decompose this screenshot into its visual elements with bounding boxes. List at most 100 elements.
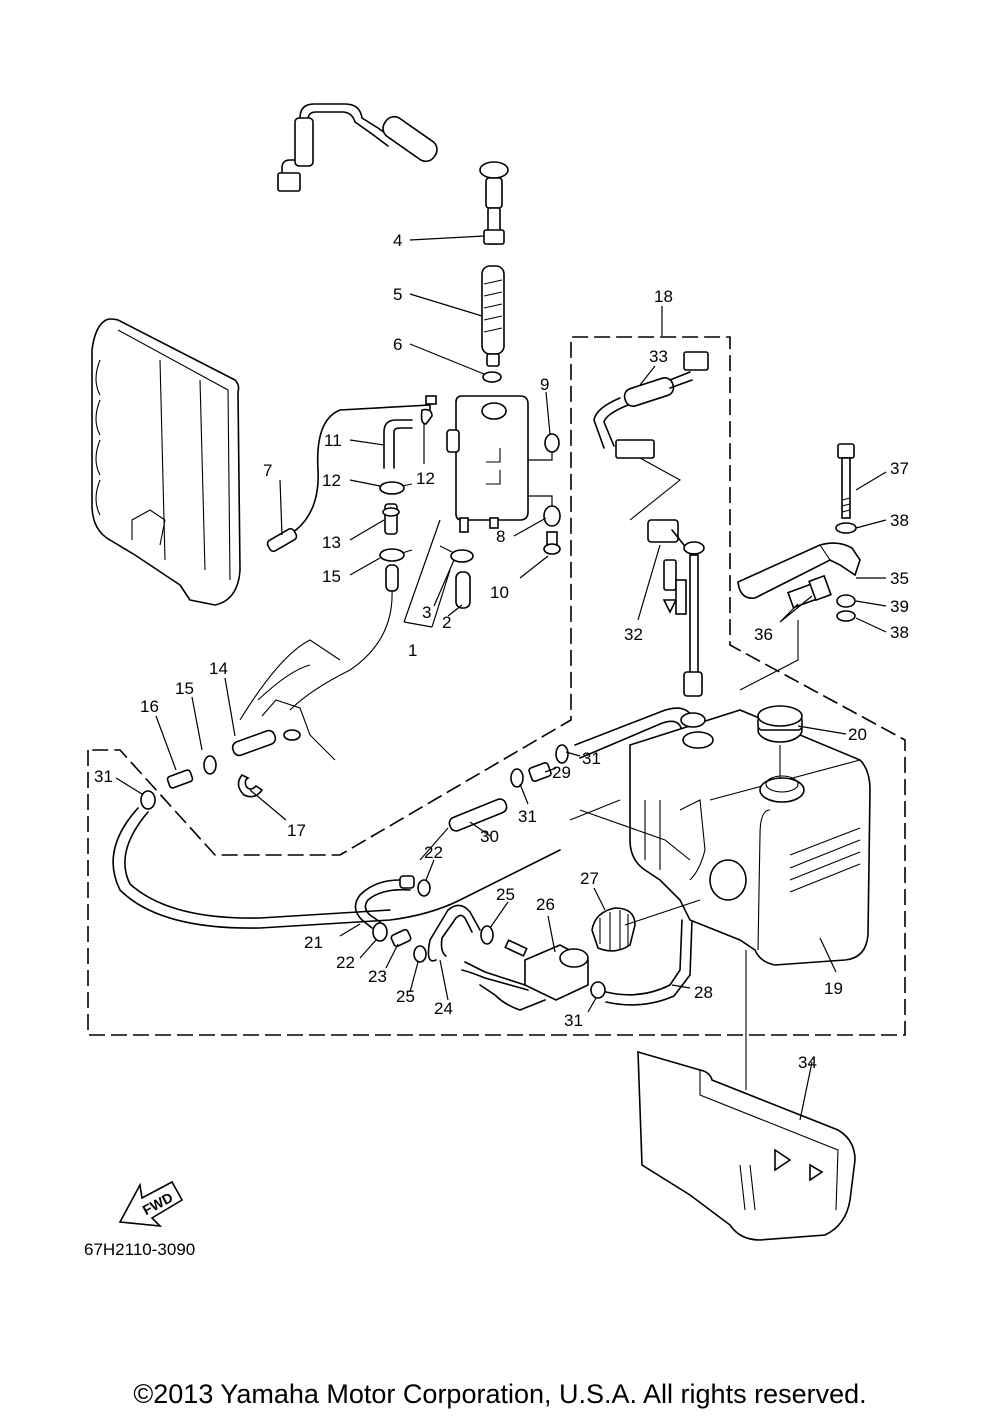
oil-strainer-housing-part <box>446 395 553 533</box>
part-label: 12 <box>322 471 341 490</box>
clip-part-22b <box>372 922 388 942</box>
bracket-part-34 <box>637 1050 856 1241</box>
leader-lines <box>115 235 887 1121</box>
part-label: 15 <box>175 679 194 698</box>
clip-part-25b <box>480 925 494 945</box>
part-label: 31 <box>564 1011 583 1030</box>
o-ring-part <box>482 371 502 383</box>
joint-part-16 <box>166 769 194 789</box>
hose-part-24 <box>427 904 481 962</box>
part-label: 17 <box>287 821 306 840</box>
part-label: 32 <box>624 625 643 644</box>
clip-part-12b <box>379 481 405 495</box>
part-label: 13 <box>322 533 341 552</box>
part-label: 29 <box>552 763 571 782</box>
part-label: 5 <box>393 285 402 304</box>
reference-code: 67H2110-3090 <box>84 1240 196 1259</box>
nut-part-39 <box>836 594 856 608</box>
clip-part-31d <box>590 981 606 999</box>
grommet-part <box>544 433 560 453</box>
hose-part-21 <box>354 879 401 929</box>
part-label: 25 <box>396 987 415 1006</box>
part-label: 18 <box>654 287 673 306</box>
part-label: 27 <box>580 869 599 888</box>
part-label: 33 <box>649 347 668 366</box>
part-label: 2 <box>442 613 451 632</box>
pad-part-36b <box>808 574 832 602</box>
part-label: 26 <box>536 895 555 914</box>
part-label: 20 <box>848 725 867 744</box>
cover-part-7 <box>91 318 241 606</box>
oil-tank-part-19 <box>629 709 871 966</box>
part-label: 15 <box>322 567 341 586</box>
bracket-part-35 <box>737 542 861 599</box>
part-label: 37 <box>890 459 909 478</box>
bolt-part-37 <box>837 443 855 519</box>
clip-part-31c <box>555 744 569 764</box>
clip-part-22a <box>417 879 431 897</box>
part-label: 31 <box>518 807 537 826</box>
hose-part-28 <box>605 919 683 996</box>
union-joint-part-13 <box>382 503 400 535</box>
part-label: 28 <box>694 983 713 1002</box>
filter-element-part <box>481 265 505 367</box>
part-label: 9 <box>540 375 549 394</box>
part-label: 23 <box>368 967 387 986</box>
bolt-part <box>543 531 561 555</box>
part-label: 38 <box>890 511 909 530</box>
plug-part <box>543 505 561 527</box>
part-label: 22 <box>336 953 355 972</box>
part-label: 38 <box>890 623 909 642</box>
copyright-notice: ©2013 Yamaha Motor Corporation, U.S.A. A… <box>133 1379 867 1409</box>
fuel-pump-part-26 <box>461 939 589 1011</box>
part-label: 12 <box>416 469 435 488</box>
hose-stub <box>385 564 399 592</box>
part-label: 8 <box>496 527 505 546</box>
engine-lower-outline <box>239 639 341 761</box>
part-label: 22 <box>424 843 443 862</box>
sensor-part-33 <box>593 351 709 521</box>
part-label: 11 <box>324 431 342 450</box>
part-label: 3 <box>422 603 431 622</box>
clip-part-25a <box>413 945 427 963</box>
assembly-boundary-main <box>87 336 906 1036</box>
clip-part-15 <box>379 548 405 562</box>
joint-part-29 <box>528 762 552 782</box>
hose-part-14 <box>231 729 277 757</box>
part-label: 16 <box>140 697 159 716</box>
part-label: 35 <box>890 569 909 588</box>
part-label: 36 <box>754 625 773 644</box>
level-sensor-part <box>277 103 509 245</box>
fwd-direction-arrow: FWD <box>118 1180 184 1228</box>
part-label: 7 <box>263 461 272 480</box>
clip-part-31a <box>140 790 156 810</box>
hose-part-2 <box>455 571 471 609</box>
washer-part-38b <box>836 610 856 622</box>
part-label: 6 <box>393 335 402 354</box>
cap-part-20 <box>757 705 803 743</box>
tank-filler-neck <box>759 775 805 803</box>
clamp-part-17 <box>237 773 264 798</box>
part-label: 34 <box>798 1053 817 1072</box>
clip-part-15b <box>203 755 217 775</box>
part-label: 24 <box>434 999 453 1018</box>
hose-part-30 <box>448 798 508 832</box>
part-label: 39 <box>890 597 909 616</box>
washer-part-38a <box>835 522 857 534</box>
part-label: 10 <box>490 583 509 602</box>
part-label: 19 <box>824 979 843 998</box>
part-label: 31 <box>582 749 601 768</box>
clip-part-31b <box>510 768 524 788</box>
hose-part-11 <box>383 419 413 469</box>
part-label: 1 <box>408 641 417 660</box>
clip-part-3 <box>450 549 474 563</box>
part-label: 31 <box>94 767 113 786</box>
part-label: 4 <box>393 231 402 250</box>
part-label: 14 <box>209 659 228 678</box>
part-label: 30 <box>480 827 499 846</box>
sensor-part-32 <box>647 519 714 749</box>
hose-part-7 <box>269 404 431 546</box>
part-label: 21 <box>304 933 323 952</box>
part-labels: 1 2 3 4 5 6 7 8 9 10 11 12 12 13 14 15 1… <box>94 231 909 1072</box>
cap-part-27 <box>591 907 636 952</box>
